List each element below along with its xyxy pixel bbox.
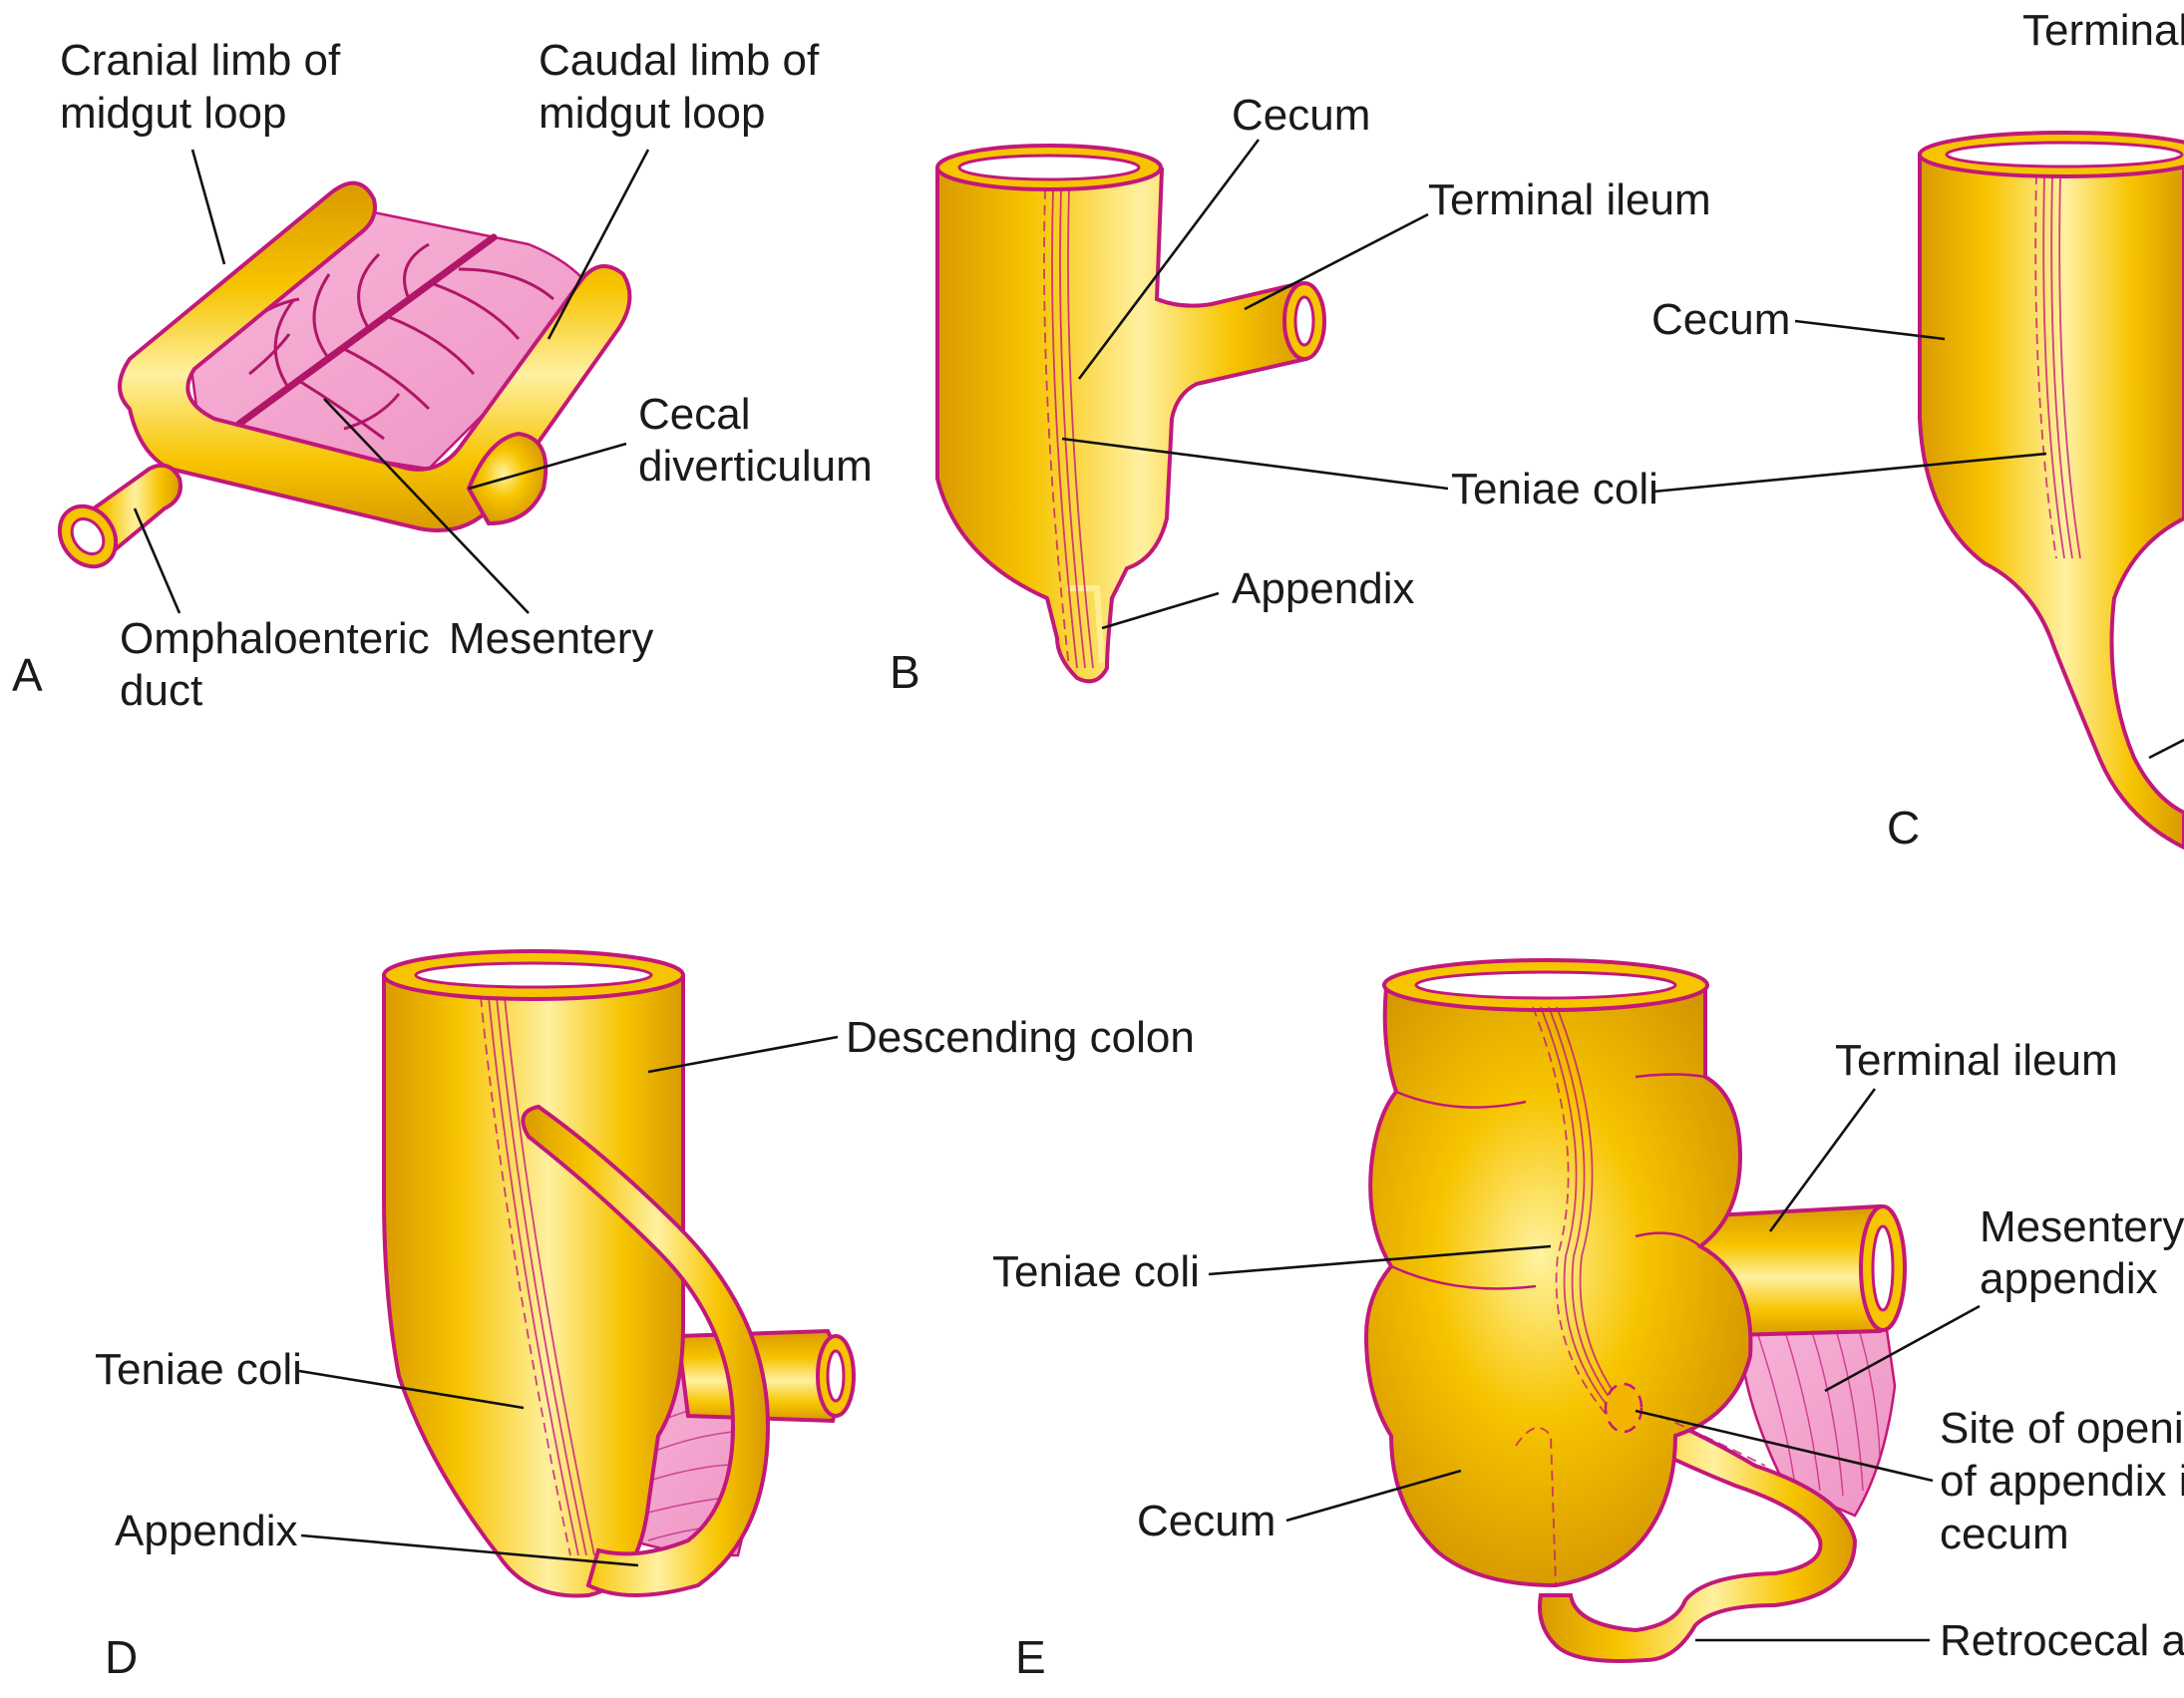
panel-c-teniae bbox=[2034, 173, 2081, 559]
panel-b-teniae bbox=[1043, 188, 1094, 669]
label-c-terminal: Terminal bbox=[2022, 6, 2184, 55]
label-d-descending-colon: Descending colon bbox=[846, 1013, 1195, 1062]
leader-d-teniae-coli bbox=[298, 1369, 525, 1410]
panel-a-letter: A bbox=[12, 649, 43, 701]
label-e-cecum: Cecum bbox=[1137, 1497, 1275, 1545]
label-b-terminal-ileum: Terminal ileum bbox=[1428, 175, 1711, 224]
panel-d-teniae bbox=[480, 996, 595, 1556]
panel-e-letter: E bbox=[1015, 1631, 1046, 1683]
panel-b-cecum-body bbox=[935, 168, 1309, 684]
leader-d-appendix bbox=[300, 1533, 639, 1567]
label-omphaloenteric-1: Omphaloenteric bbox=[120, 614, 430, 663]
panel-a: Cranial limb of midgut loop Caudal limb … bbox=[12, 36, 873, 715]
label-d-teniae-coli: Teniae coli bbox=[95, 1345, 302, 1394]
label-b-teniae-coli: Teniae coli bbox=[1451, 465, 1658, 513]
label-b-cecum: Cecum bbox=[1232, 91, 1370, 140]
panel-b: Cecum Terminal ileum Teniae coli Appendi… bbox=[890, 91, 1711, 698]
label-caudal-limb-2: midgut loop bbox=[539, 89, 765, 138]
label-e-mesentery-2: appendix bbox=[1980, 1254, 2158, 1303]
label-cranial-limb-2: midgut loop bbox=[60, 89, 286, 138]
label-e-terminal-ileum: Terminal ileum bbox=[1835, 1036, 2118, 1085]
label-e-teniae-coli: Teniae coli bbox=[992, 1247, 1200, 1296]
label-cranial-limb-1: Cranial limb of bbox=[60, 36, 341, 85]
leader-c-appendix bbox=[2148, 738, 2184, 760]
panel-d-appendix bbox=[521, 1104, 771, 1597]
leader-omphaloenteric bbox=[133, 508, 182, 614]
leader-b-terminal-ileum bbox=[1244, 212, 1429, 311]
label-e-site-2: of appendix i bbox=[1940, 1457, 2184, 1506]
panel-c-cecum-body bbox=[1918, 153, 2184, 850]
panel-e-appendix bbox=[1538, 1402, 1858, 1663]
panel-e-haustra bbox=[1390, 1073, 1706, 1290]
leader-e-teniae-coli bbox=[1208, 1244, 1552, 1276]
leader-c-teniae-coli bbox=[1652, 452, 2047, 494]
panel-e-hidden-appendix bbox=[1515, 1427, 1557, 1586]
label-d-appendix: Appendix bbox=[115, 1507, 297, 1555]
leader-e-site bbox=[1635, 1409, 1934, 1483]
panel-e-site-opening bbox=[1604, 1382, 1643, 1434]
label-caudal-limb-1: Caudal limb of bbox=[539, 36, 820, 85]
leader-e-cecum bbox=[1285, 1469, 1462, 1523]
panel-c-letter: C bbox=[1887, 802, 1920, 853]
panel-e-colon bbox=[1363, 985, 1753, 1588]
panel-c: Terminal Cecum C bbox=[1651, 6, 2184, 853]
panel-d-colon bbox=[382, 975, 685, 1598]
leader-e-terminal-ileum bbox=[1768, 1088, 1877, 1232]
label-cecal-diverticulum-2: diverticulum bbox=[638, 442, 873, 491]
leader-e-mesentery bbox=[1824, 1304, 1981, 1393]
label-cecal-diverticulum-1: Cecal bbox=[638, 390, 751, 439]
leader-b-cecum bbox=[1077, 139, 1261, 380]
label-e-mesentery-1: Mesentery bbox=[1980, 1202, 2184, 1251]
leader-mesentery bbox=[323, 398, 530, 614]
leader-b-teniae-coli bbox=[1061, 437, 1449, 491]
panel-d-letter: D bbox=[105, 1631, 138, 1683]
leader-cranial-limb bbox=[190, 149, 226, 265]
panel-e: Terminal ileum Mesentery appendix Teniae… bbox=[992, 958, 2184, 1683]
label-e-retrocecal: Retrocecal a bbox=[1940, 1616, 2184, 1665]
label-b-appendix: Appendix bbox=[1232, 564, 1414, 613]
label-c-cecum: Cecum bbox=[1651, 295, 1790, 344]
leader-c-cecum bbox=[1794, 319, 1946, 341]
leader-d-descending-colon bbox=[647, 1035, 839, 1074]
label-omphaloenteric-2: duct bbox=[120, 666, 202, 715]
panel-d: Descending colon Teniae coli Appendix D bbox=[95, 949, 1195, 1683]
panel-b-letter: B bbox=[890, 646, 920, 698]
label-e-site-3: cecum bbox=[1940, 1510, 2069, 1558]
leader-caudal-limb bbox=[546, 149, 650, 340]
label-mesentery: Mesentery bbox=[449, 614, 653, 663]
leader-b-appendix bbox=[1101, 591, 1220, 630]
leader-cecal-diverticulum bbox=[468, 442, 627, 491]
label-e-site-1: Site of openi bbox=[1940, 1404, 2184, 1453]
panel-e-teniae bbox=[1532, 1006, 1633, 1417]
